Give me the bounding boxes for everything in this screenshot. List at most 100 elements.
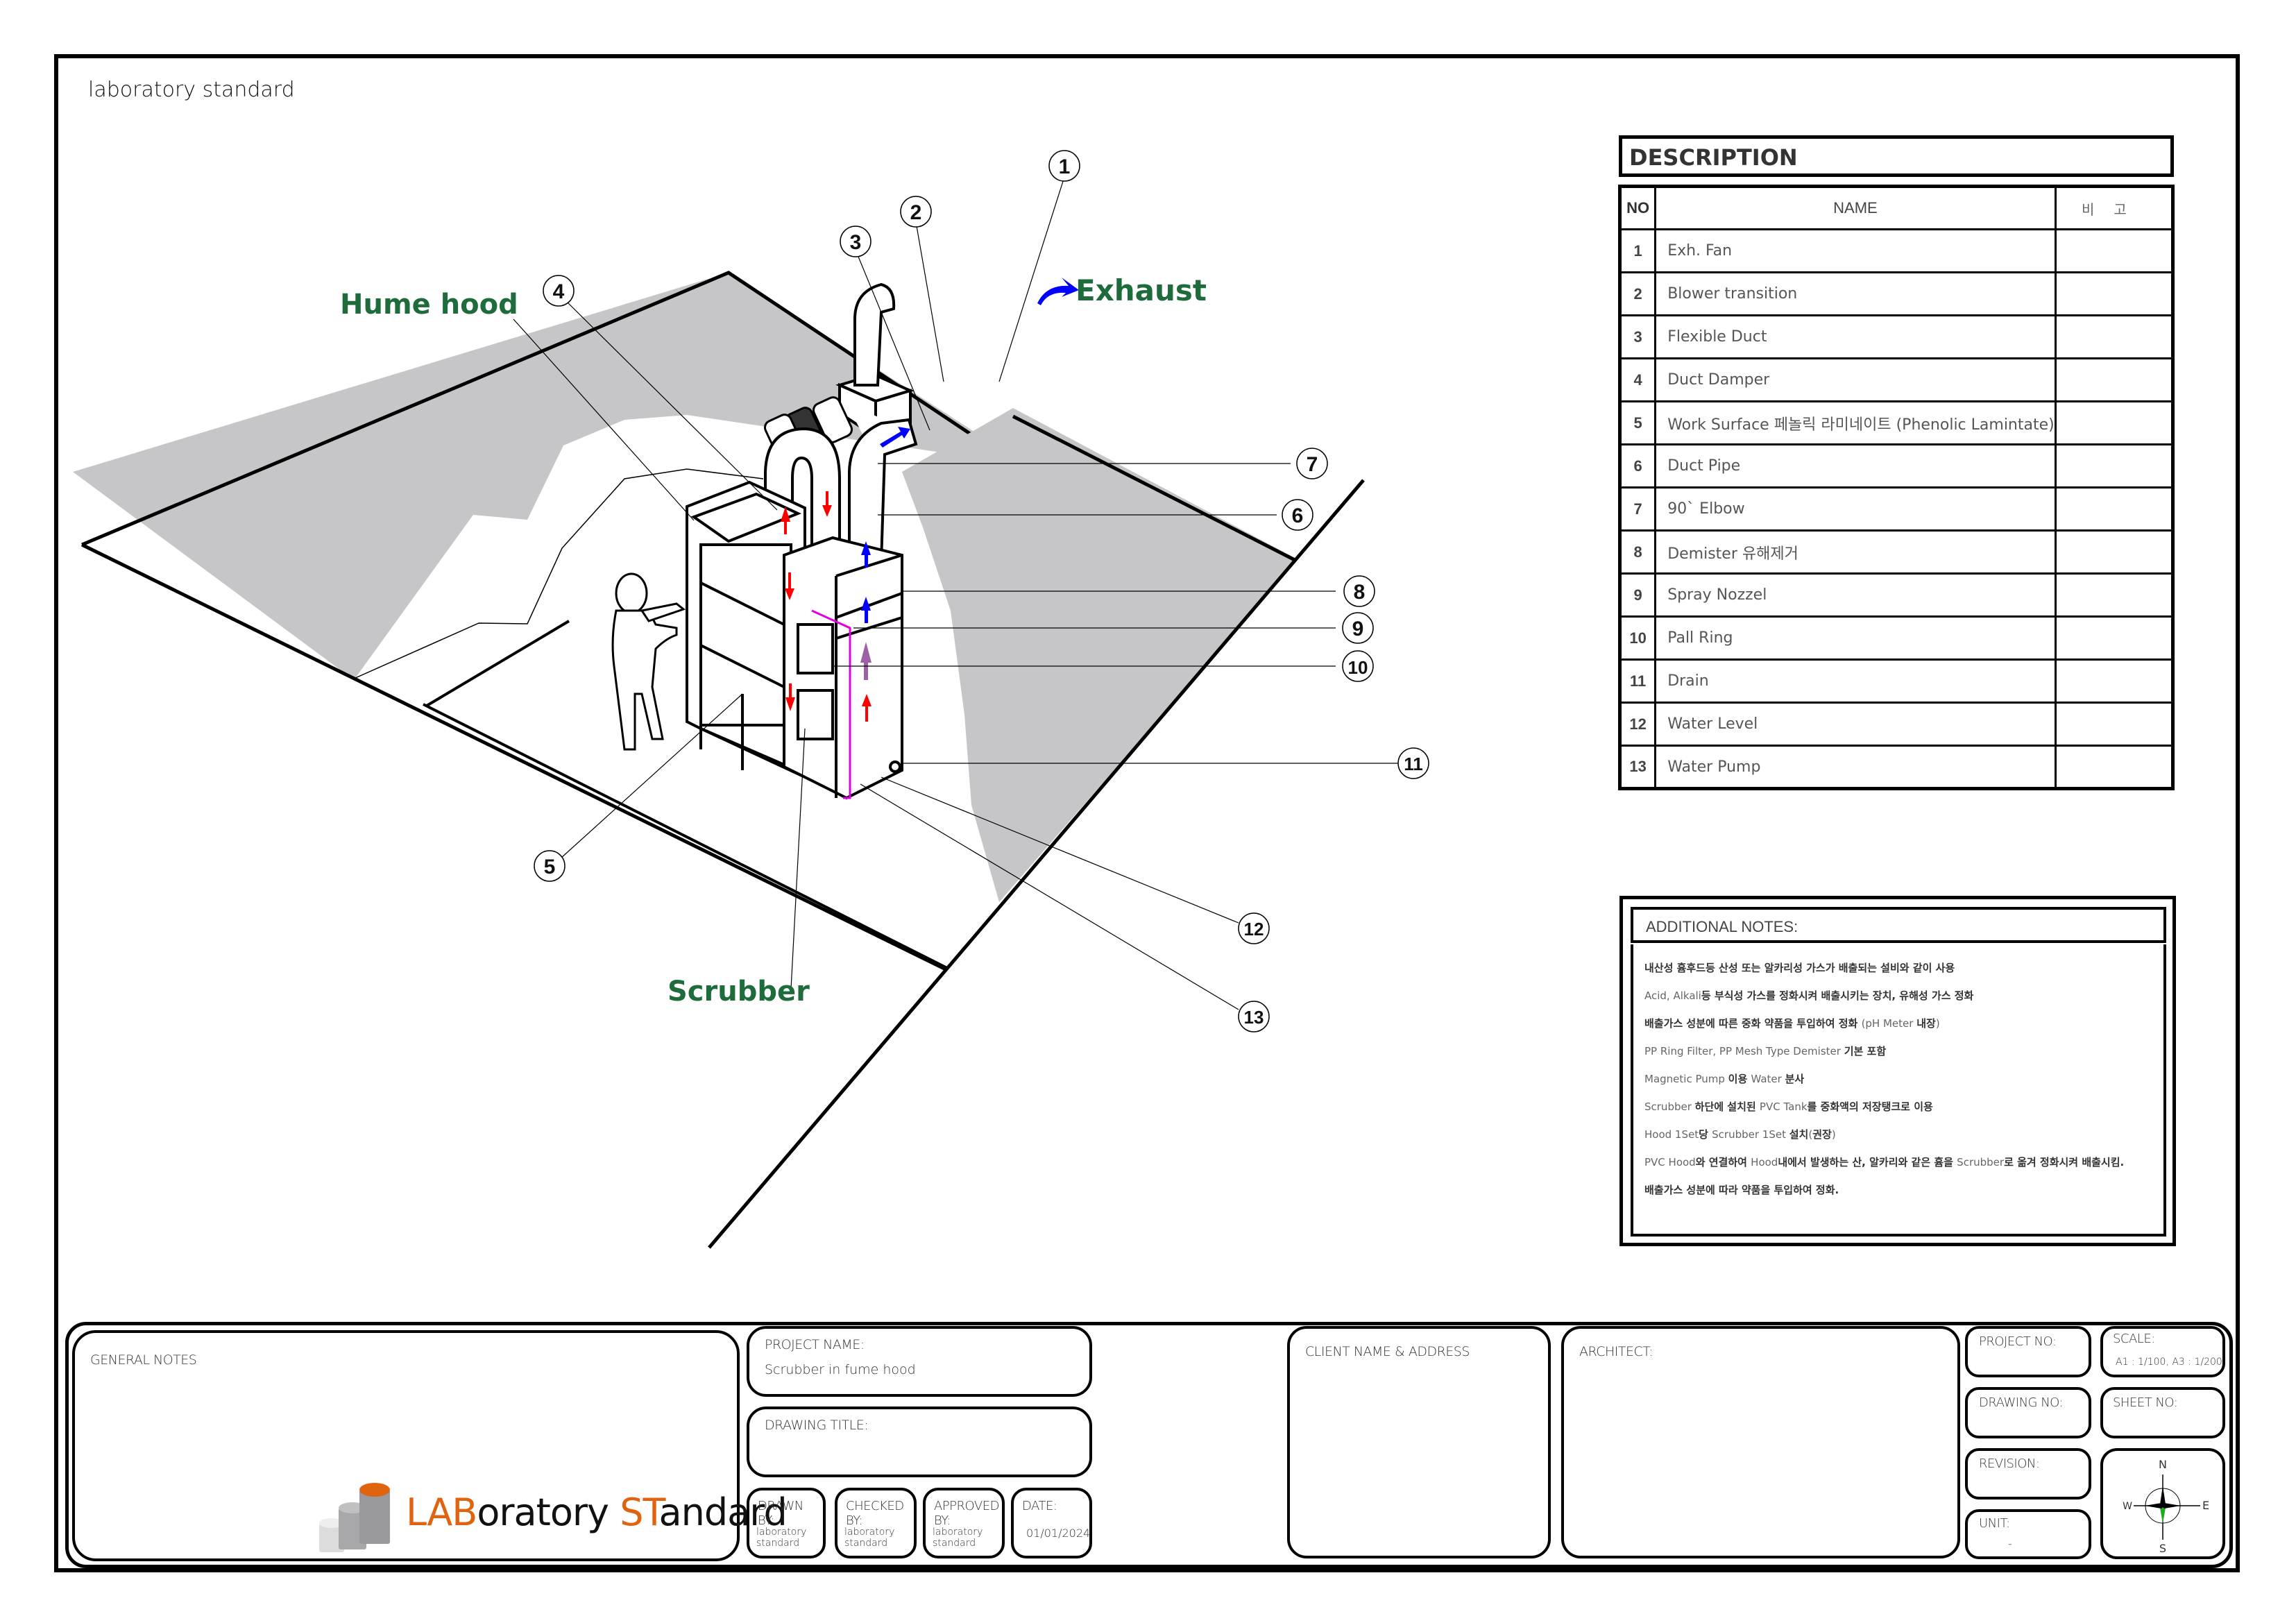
row-no: 13	[1618, 745, 1657, 790]
svg-text:13: 13	[1244, 1007, 1264, 1028]
notes-segment: 설치	[1789, 1128, 1809, 1141]
notes-segment: (pH Meter	[1861, 1017, 1917, 1030]
description-title: DESCRIPTION	[1619, 135, 2174, 177]
north-arrow-compass-icon: N S E W	[2123, 1458, 2209, 1555]
row-remark	[2054, 357, 2175, 402]
notes-segment: 내산성 흄후드등 산성 또는 알카리성 가스가 배출되는 설비와 같이 사용	[1644, 962, 1955, 974]
approved-by-value: laboratory standard	[933, 1527, 983, 1549]
svg-text:9: 9	[1352, 618, 1364, 640]
callout-10: 10	[1342, 650, 1374, 682]
row-name: Exh. Fan	[1654, 228, 2057, 273]
notes-segment: 내에서 발생하는 산, 알카리와 같은 흄을	[1778, 1156, 1957, 1169]
callout-12: 12	[1238, 912, 1270, 944]
svg-text:3: 3	[850, 231, 862, 254]
row-name: Duct Pipe	[1654, 443, 2057, 488]
drawing-no-cell: DRAWING NO:	[1965, 1387, 2091, 1438]
revision-label: REVISION:	[1979, 1456, 2040, 1471]
row-name: Duct Damper	[1654, 357, 2057, 402]
row-name: Spray Nozzel	[1654, 572, 2057, 618]
left-wall-plane	[73, 273, 1026, 680]
row-name: Water Level	[1654, 702, 2057, 747]
row-remark	[2054, 745, 2175, 790]
callout-6: 6	[1282, 499, 1313, 531]
notes-line: Magnetic Pump 이용 Water 분사	[1644, 1065, 2152, 1093]
callout-11: 11	[1397, 747, 1429, 779]
notes-line: Scrubber 하단에 설치된 PVC Tank를 중화액의 저장탱크로 이용	[1644, 1093, 2152, 1121]
notes-segment: 배출가스 성분에 따른 중화 약품을 투입하여 정화	[1644, 1017, 1862, 1030]
exhaust-arrow	[1037, 278, 1079, 305]
drawing-title-cell: DRAWING TITLE:	[747, 1407, 1092, 1477]
company-logo-icon	[319, 1483, 390, 1552]
notes-segment: )	[1935, 1017, 1940, 1030]
right-floor-edge	[708, 479, 1365, 1249]
right-wall-plane	[902, 408, 1298, 902]
notes-segment: PVC Tank	[1759, 1101, 1808, 1113]
date-value: 01/01/2024	[1026, 1527, 1091, 1540]
notes-segment: 와 연결하여	[1695, 1156, 1751, 1169]
architect-label: ARCHITECT:	[1579, 1344, 1653, 1359]
arrow-up-purple	[860, 642, 871, 680]
notes-line: 배출가스 성분에 따른 중화 약품을 투입하여 정화 (pH Meter 내장)	[1644, 1010, 2152, 1037]
title-block	[65, 1322, 2233, 1568]
row-remark	[2054, 702, 2175, 747]
row-remark	[2054, 271, 2175, 316]
general-notes-label: GENERAL NOTES	[90, 1352, 197, 1368]
right-wall-top-edge	[1012, 414, 1298, 563]
notes-segment: 기본 포함	[1844, 1045, 1887, 1057]
notes-segment: Scrubber	[1957, 1156, 2005, 1169]
row-remark	[2054, 572, 2175, 618]
arrow-up-blue-2	[861, 541, 871, 568]
row-remark	[2054, 486, 2175, 532]
notes-line: 내산성 흄후드등 산성 또는 알카리성 가스가 배출되는 설비와 같이 사용	[1644, 954, 2152, 982]
row-remark	[2054, 658, 2175, 704]
notes-segment: PP Ring Filter, PP Mesh Type Demister	[1644, 1045, 1844, 1057]
notes-segment: Magnetic Pump	[1644, 1073, 1728, 1085]
header-name: NAME	[1654, 185, 2057, 230]
notes-segment: 하단에 설치된	[1694, 1101, 1760, 1113]
project-name-value: Scrubber in fume hood	[765, 1362, 916, 1377]
callout-13: 13	[1238, 1001, 1270, 1033]
arrow-diag-blue	[880, 427, 910, 448]
row-name: Water Pump	[1654, 745, 2057, 790]
flow-arrows	[781, 278, 1079, 722]
callout-9: 9	[1342, 612, 1374, 644]
row-name: Drain	[1654, 658, 2057, 704]
notes-line: Acid, Alkali등 부식성 가스를 정화시켜 배출시키는 장치, 유해성…	[1644, 982, 2152, 1010]
scale-value: A1 : 1/100, A3 : 1/200	[2116, 1357, 2222, 1368]
checked-by-value: laboratory standard	[844, 1527, 895, 1549]
row-no: 11	[1618, 658, 1657, 704]
floor-right-line	[694, 763, 947, 970]
row-no: 4	[1618, 357, 1657, 402]
unit-cell: UNIT: -	[1965, 1509, 2091, 1559]
duct-pipe-right	[848, 418, 918, 563]
compass-cell: N S E W	[2100, 1448, 2225, 1559]
arrow-down-red-2	[785, 572, 794, 600]
svg-text:11: 11	[1404, 754, 1423, 774]
row-no: 2	[1618, 271, 1657, 316]
row-no: 12	[1618, 702, 1657, 747]
notes-segment: 내장	[1916, 1017, 1936, 1030]
row-remark	[2054, 400, 2175, 445]
svg-text:5: 5	[544, 856, 556, 878]
row-name: Blower transition	[1654, 271, 2057, 316]
project-no-label: PROJECT NO:	[1979, 1334, 2057, 1349]
notes-segment: Acid, Alkali	[1644, 989, 1701, 1002]
row-name: Flexible Duct	[1654, 314, 2057, 359]
callout-balloons: 1 2 3 4 5 6 7 8 9 10 11 12 13	[534, 150, 1429, 1033]
unit-label: UNIT:	[1979, 1516, 2010, 1531]
notes-line: PVC Hood와 연결하여 Hood내에서 발생하는 산, 알카리와 같은 흄…	[1644, 1148, 2152, 1176]
svg-text:N: N	[2159, 1458, 2167, 1471]
notes-segment: 배출가스 성분에 따라 약품을 투입하여 정화.	[1644, 1184, 1839, 1196]
notes-segment: (	[1808, 1128, 1813, 1141]
